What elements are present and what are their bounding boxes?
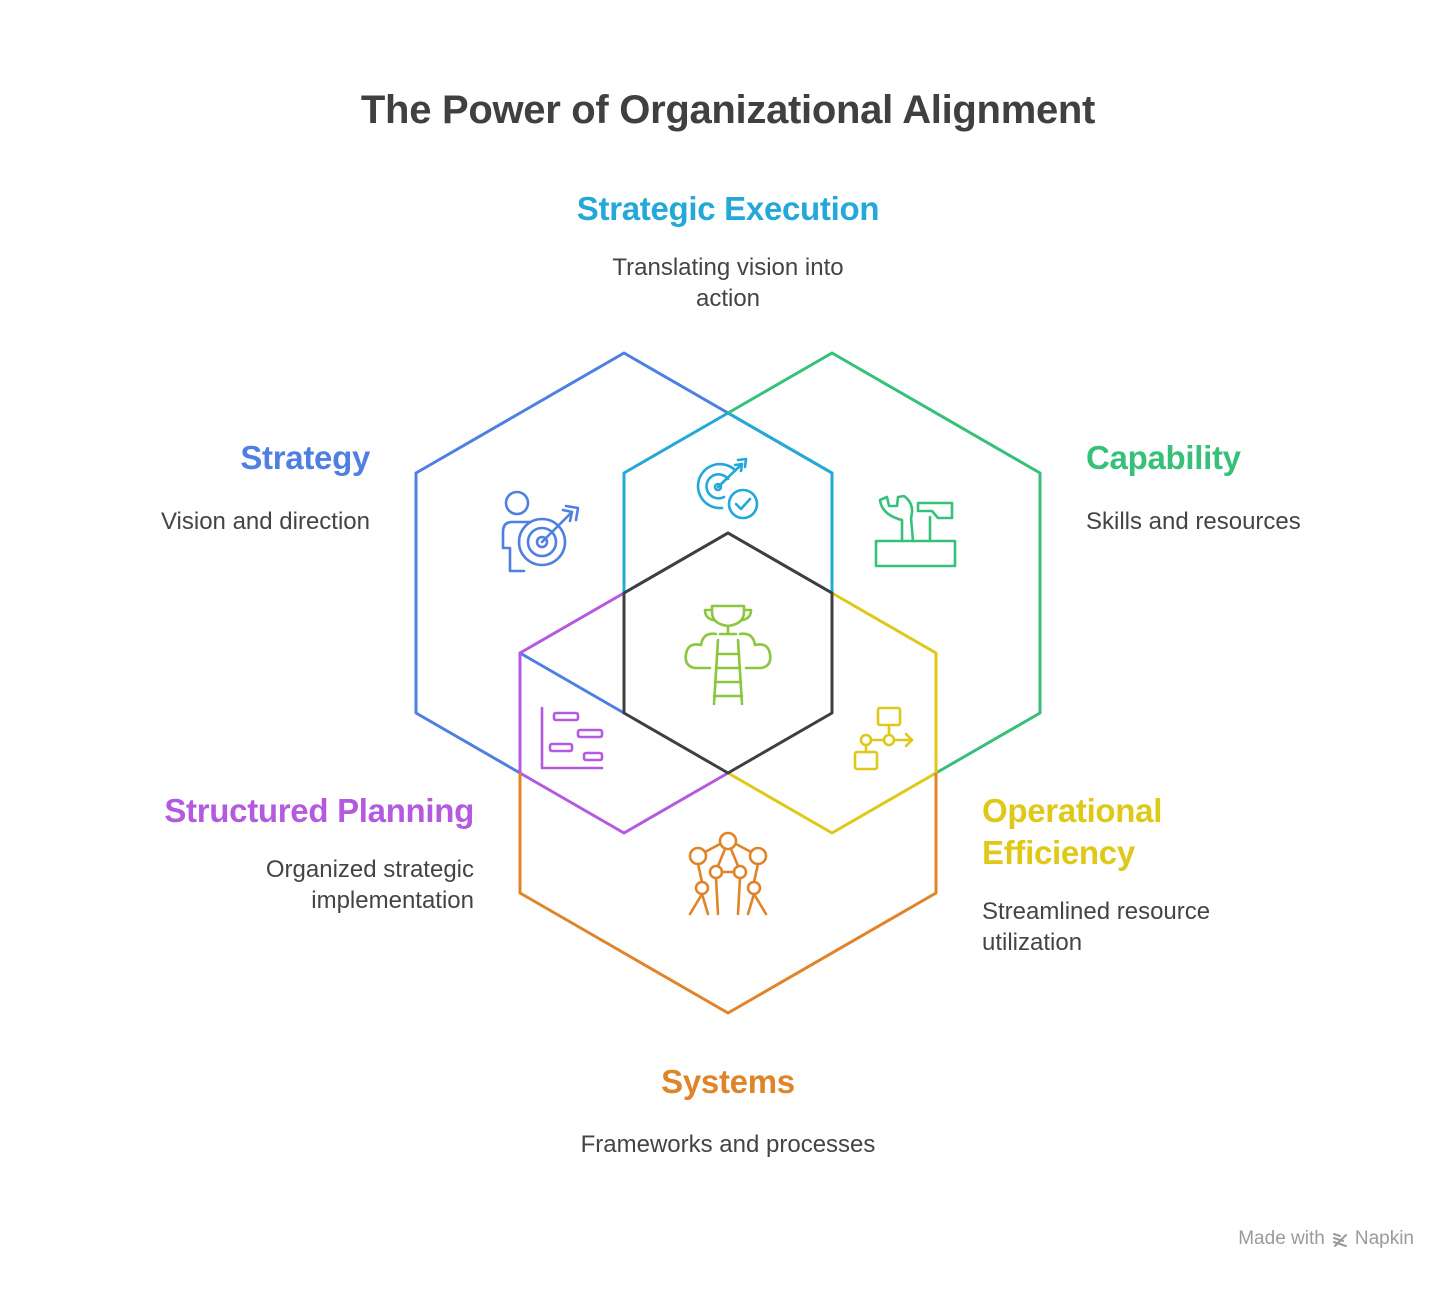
capability-hexagon [727,351,1042,775]
napkin-logo-icon [1332,1233,1347,1247]
person-target-icon [501,490,580,573]
trophy-ladder-icon [684,604,772,706]
operational-efficiency-description: Streamlined resource utilization [982,898,1211,956]
target-check-icon [696,457,759,520]
made-with-label: Made with [1238,1228,1325,1249]
structured-planning-description: Organized strategic implementation [265,856,474,914]
made-with-napkin-badge: Made with Napkin [1238,1228,1414,1250]
strategy-description: Vision and direction [160,508,370,535]
systems-description: Frameworks and processes [580,1131,876,1158]
napkin-brand-label: Napkin [1354,1228,1414,1249]
strategic-execution-heading: Strategic Execution [576,190,880,227]
toolbox-icon [874,494,957,568]
molecule-structure-icon [688,831,768,916]
structured-planning-heading: Structured Planning [164,792,474,829]
systems-heading: Systems [661,1063,795,1100]
gantt-chart-icon [540,706,604,770]
capability-heading: Capability [1086,439,1241,476]
systems-hexagon [518,773,938,1015]
strategy-heading: Strategy [240,439,370,476]
workflow-icon [853,706,914,771]
center-hexagon [622,531,834,775]
operational-efficiency-heading: Operational Efficiency [982,792,1163,871]
capability-description: Skills and resources [1086,508,1301,535]
strategic-execution-description: Translating vision into action [612,254,844,312]
page-title: The Power of Organizational Alignment [360,88,1096,132]
